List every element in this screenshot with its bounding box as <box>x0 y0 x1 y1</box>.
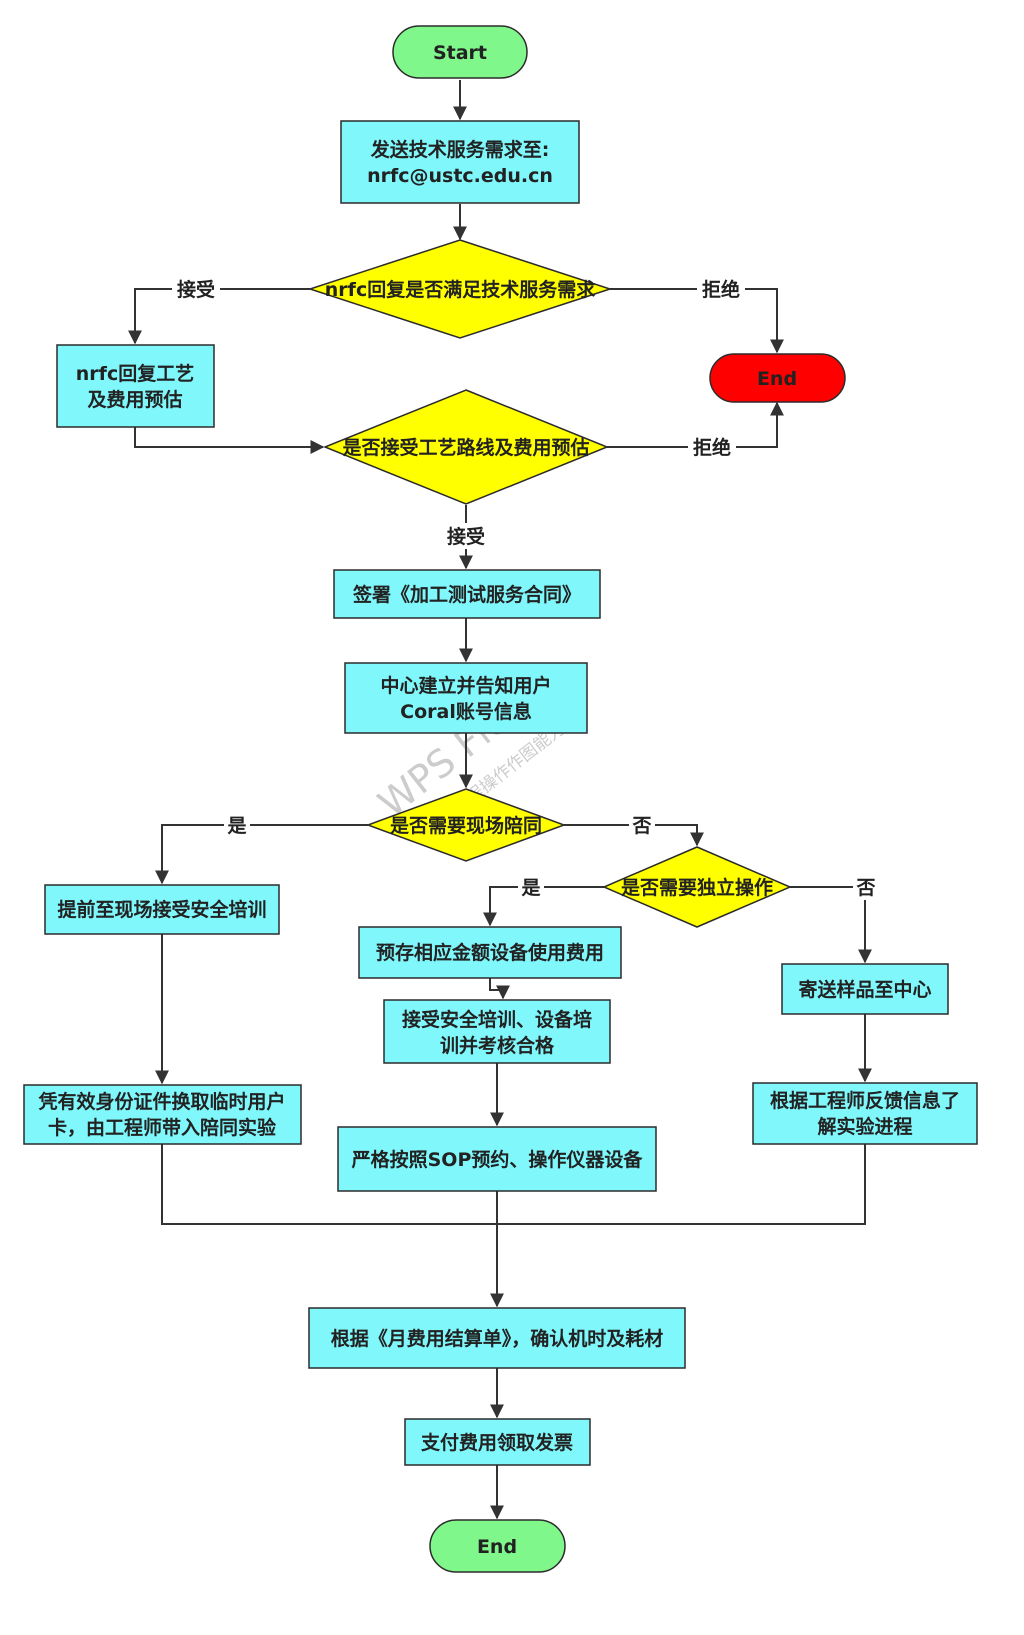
edge-label-reject-2: 拒绝 <box>693 436 731 459</box>
sign-contract-label: 签署《加工测试服务合同》 <box>352 583 581 606</box>
edge-label-yes-2: 是 <box>521 877 540 899</box>
node-sign-contract[interactable]: 签署《加工测试服务合同》 <box>333 569 601 619</box>
edge-decision2-reject <box>607 401 784 448</box>
label-bg <box>442 523 490 549</box>
decision-onsite-label: 是否需要现场陪同 <box>390 814 542 837</box>
edge-label-accept-2: 接受 <box>447 525 485 548</box>
edge-label-accept-1: 接受 <box>177 278 215 301</box>
decision-diamond <box>307 239 613 339</box>
edge-label-no-2: 否 <box>855 877 875 899</box>
edge-onsite-no <box>564 824 704 847</box>
decision-independent-label: 是否需要独立操作 <box>621 876 773 899</box>
edge-independent-yes <box>483 886 604 927</box>
end-final-label: End <box>477 1536 517 1558</box>
node-end-reject[interactable]: End <box>709 353 846 403</box>
node-decision-onsite[interactable]: 是否需要现场陪同 <box>365 788 567 862</box>
node-pay-invoice[interactable]: 支付费用领取发票 <box>404 1418 591 1466</box>
decision-diamond <box>322 389 610 505</box>
node-monthly-statement[interactable]: 根据《月费用结算单》，确认机时及耗材 <box>308 1307 686 1369</box>
edge-merge-bus <box>161 1144 866 1225</box>
end-reject-label: End <box>757 368 797 390</box>
monthly-label: 根据《月费用结算单》，确认机时及耗材 <box>331 1327 664 1350</box>
reply-label-line1: nrfc回复工艺 <box>76 362 194 385</box>
decision-diamond <box>602 846 792 928</box>
node-temp-card[interactable]: 凭有效身份证件换取临时用户 卡，由工程师带入陪同实验 <box>23 1084 302 1145</box>
label-bg <box>697 276 745 302</box>
process-box <box>23 1084 302 1145</box>
process-box <box>781 963 949 1015</box>
process-box <box>333 569 601 619</box>
decision-diamond <box>365 788 567 862</box>
process-box <box>383 999 611 1064</box>
edge-reply-decision2 <box>134 427 325 454</box>
edge-decision-accept <box>128 288 310 345</box>
label-bg <box>853 874 879 900</box>
training-label-line1: 接受安全培训、设备培 <box>402 1008 592 1031</box>
label-bg <box>224 812 250 838</box>
label-bg <box>172 276 220 302</box>
start-terminal <box>392 25 528 79</box>
send-label-line1: 发送技术服务需求至: <box>370 138 550 161</box>
decision-accept-label: 是否接受工艺路线及费用预估 <box>342 436 589 459</box>
node-send-request[interactable]: 发送技术服务需求至: nrfc@ustc.edu.cn <box>340 120 580 204</box>
temp-card-label-line1: 凭有效身份证件换取临时用户 <box>37 1090 285 1113</box>
prepay-label: 预存相应金额设备使用费用 <box>376 941 604 964</box>
edge-prepay-training <box>489 978 510 1000</box>
node-end-final[interactable]: End <box>429 1519 566 1573</box>
edge-onsite-yes <box>155 824 368 885</box>
decision-reply-label: nrfc回复是否满足技术服务需求 <box>325 278 596 301</box>
node-decision-reply[interactable]: nrfc回复是否满足技术服务需求 <box>307 239 613 339</box>
edge-label-no-1: 否 <box>631 815 651 837</box>
label-bg <box>518 874 544 900</box>
reply-label-line2: 及费用预估 <box>87 388 182 411</box>
label-bg <box>688 434 736 460</box>
send-label-line2: nrfc@ustc.edu.cn <box>367 165 553 187</box>
node-prepay[interactable]: 预存相应金额设备使用费用 <box>358 926 622 979</box>
process-box <box>404 1418 591 1466</box>
temp-card-label-line2: 卡，由工程师带入陪同实验 <box>48 1116 277 1139</box>
node-mail-sample[interactable]: 寄送样品至中心 <box>781 963 949 1015</box>
sop-label: 严格按照SOP预约、操作仪器设备 <box>352 1148 644 1171</box>
node-reply-estimate[interactable]: nrfc回复工艺 及费用预估 <box>56 344 215 428</box>
end-terminal <box>429 1519 566 1573</box>
progress-label-line1: 根据工程师反馈信息了 <box>770 1089 960 1112</box>
node-equipment-training[interactable]: 接受安全培训、设备培 训并考核合格 <box>383 999 611 1064</box>
node-account-info[interactable]: 中心建立并告知用户 Coral账号信息 <box>344 662 588 734</box>
edge-label-yes-1: 是 <box>227 815 246 837</box>
end-terminal <box>709 353 846 403</box>
node-decision-accept[interactable]: 是否接受工艺路线及费用预估 <box>322 389 610 505</box>
process-box <box>337 1126 657 1192</box>
process-box <box>358 926 622 979</box>
mail-sample-label: 寄送样品至中心 <box>798 978 931 1001</box>
process-box <box>44 884 280 935</box>
process-box <box>56 344 215 428</box>
edge-label-reject-1: 拒绝 <box>702 278 740 301</box>
node-safety-training[interactable]: 提前至现场接受安全培训 <box>44 884 280 935</box>
label-bg <box>629 812 655 838</box>
process-box <box>752 1082 978 1145</box>
pay-label: 支付费用领取发票 <box>420 1431 573 1454</box>
node-sop[interactable]: 严格按照SOP预约、操作仪器设备 <box>337 1126 657 1192</box>
process-box <box>308 1307 686 1369</box>
account-label-line2: Coral账号信息 <box>400 700 532 723</box>
safety-training-label: 提前至现场接受安全培训 <box>57 898 266 921</box>
edge-decision-reject <box>610 288 784 354</box>
node-progress[interactable]: 根据工程师反馈信息了 解实验进程 <box>752 1082 978 1145</box>
account-label-line1: 中心建立并告知用户 <box>380 674 551 697</box>
process-box <box>344 662 588 734</box>
progress-label-line2: 解实验进程 <box>817 1115 912 1138</box>
training-label-line2: 训并考核合格 <box>440 1034 555 1057</box>
process-box <box>340 120 580 204</box>
edge-labels: 接受 拒绝 拒绝 接受 是 否 是 否 <box>172 276 879 900</box>
node-decision-independent[interactable]: 是否需要独立操作 <box>602 846 792 928</box>
start-label: Start <box>433 42 487 64</box>
node-start[interactable]: Start <box>392 25 528 79</box>
